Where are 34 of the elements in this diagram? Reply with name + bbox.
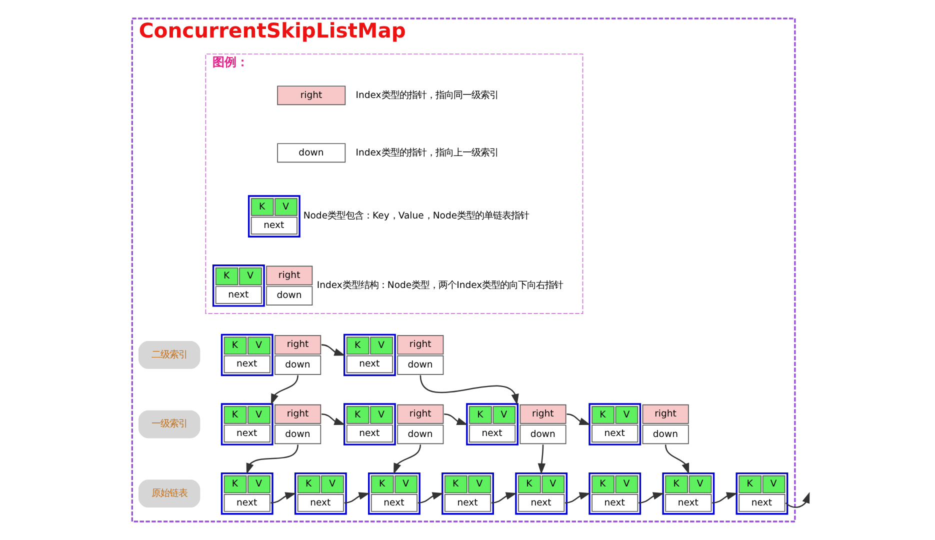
node-box: K V next — [736, 472, 788, 515]
node-box: K V next — [662, 472, 715, 515]
node-label: Index类型的指针，指向同一级索引 — [356, 90, 498, 101]
node-box: K V next — [294, 472, 347, 515]
arrow — [638, 492, 664, 504]
node-label: Index类型的指针，指向上一级索引 — [356, 147, 498, 158]
arrow — [270, 375, 298, 405]
arrow — [566, 414, 590, 426]
arrow — [344, 492, 370, 504]
node-box: 一级索引 — [138, 410, 200, 438]
node-box: 原始链表 — [138, 480, 200, 508]
node-label: Index类型结构：Node类型，两个Index类型的向下向右指针 — [316, 280, 564, 292]
arrow — [785, 492, 810, 508]
arrow — [420, 375, 519, 406]
arrow — [321, 344, 346, 356]
node-box: K V next — [248, 195, 300, 238]
arrow — [664, 444, 690, 474]
arrow — [712, 492, 738, 504]
node-box: K V next — [368, 472, 420, 515]
node-box: K V next — [515, 472, 568, 515]
arrow — [538, 444, 546, 474]
node-label: Node类型包含：Key，Value，Node类型的单链表指针 — [303, 210, 530, 222]
arrow — [491, 492, 517, 504]
arrow — [246, 444, 298, 474]
node-box: K V next — [588, 472, 642, 515]
arrow — [564, 492, 591, 504]
node-box: 二级索引 — [138, 341, 200, 369]
node-box: K V next — [442, 472, 494, 515]
node-box: K V next — [220, 472, 274, 515]
arrow — [321, 414, 346, 426]
arrow — [418, 492, 444, 504]
arrow — [444, 414, 468, 426]
arrow — [394, 444, 422, 474]
arrow — [270, 492, 296, 504]
